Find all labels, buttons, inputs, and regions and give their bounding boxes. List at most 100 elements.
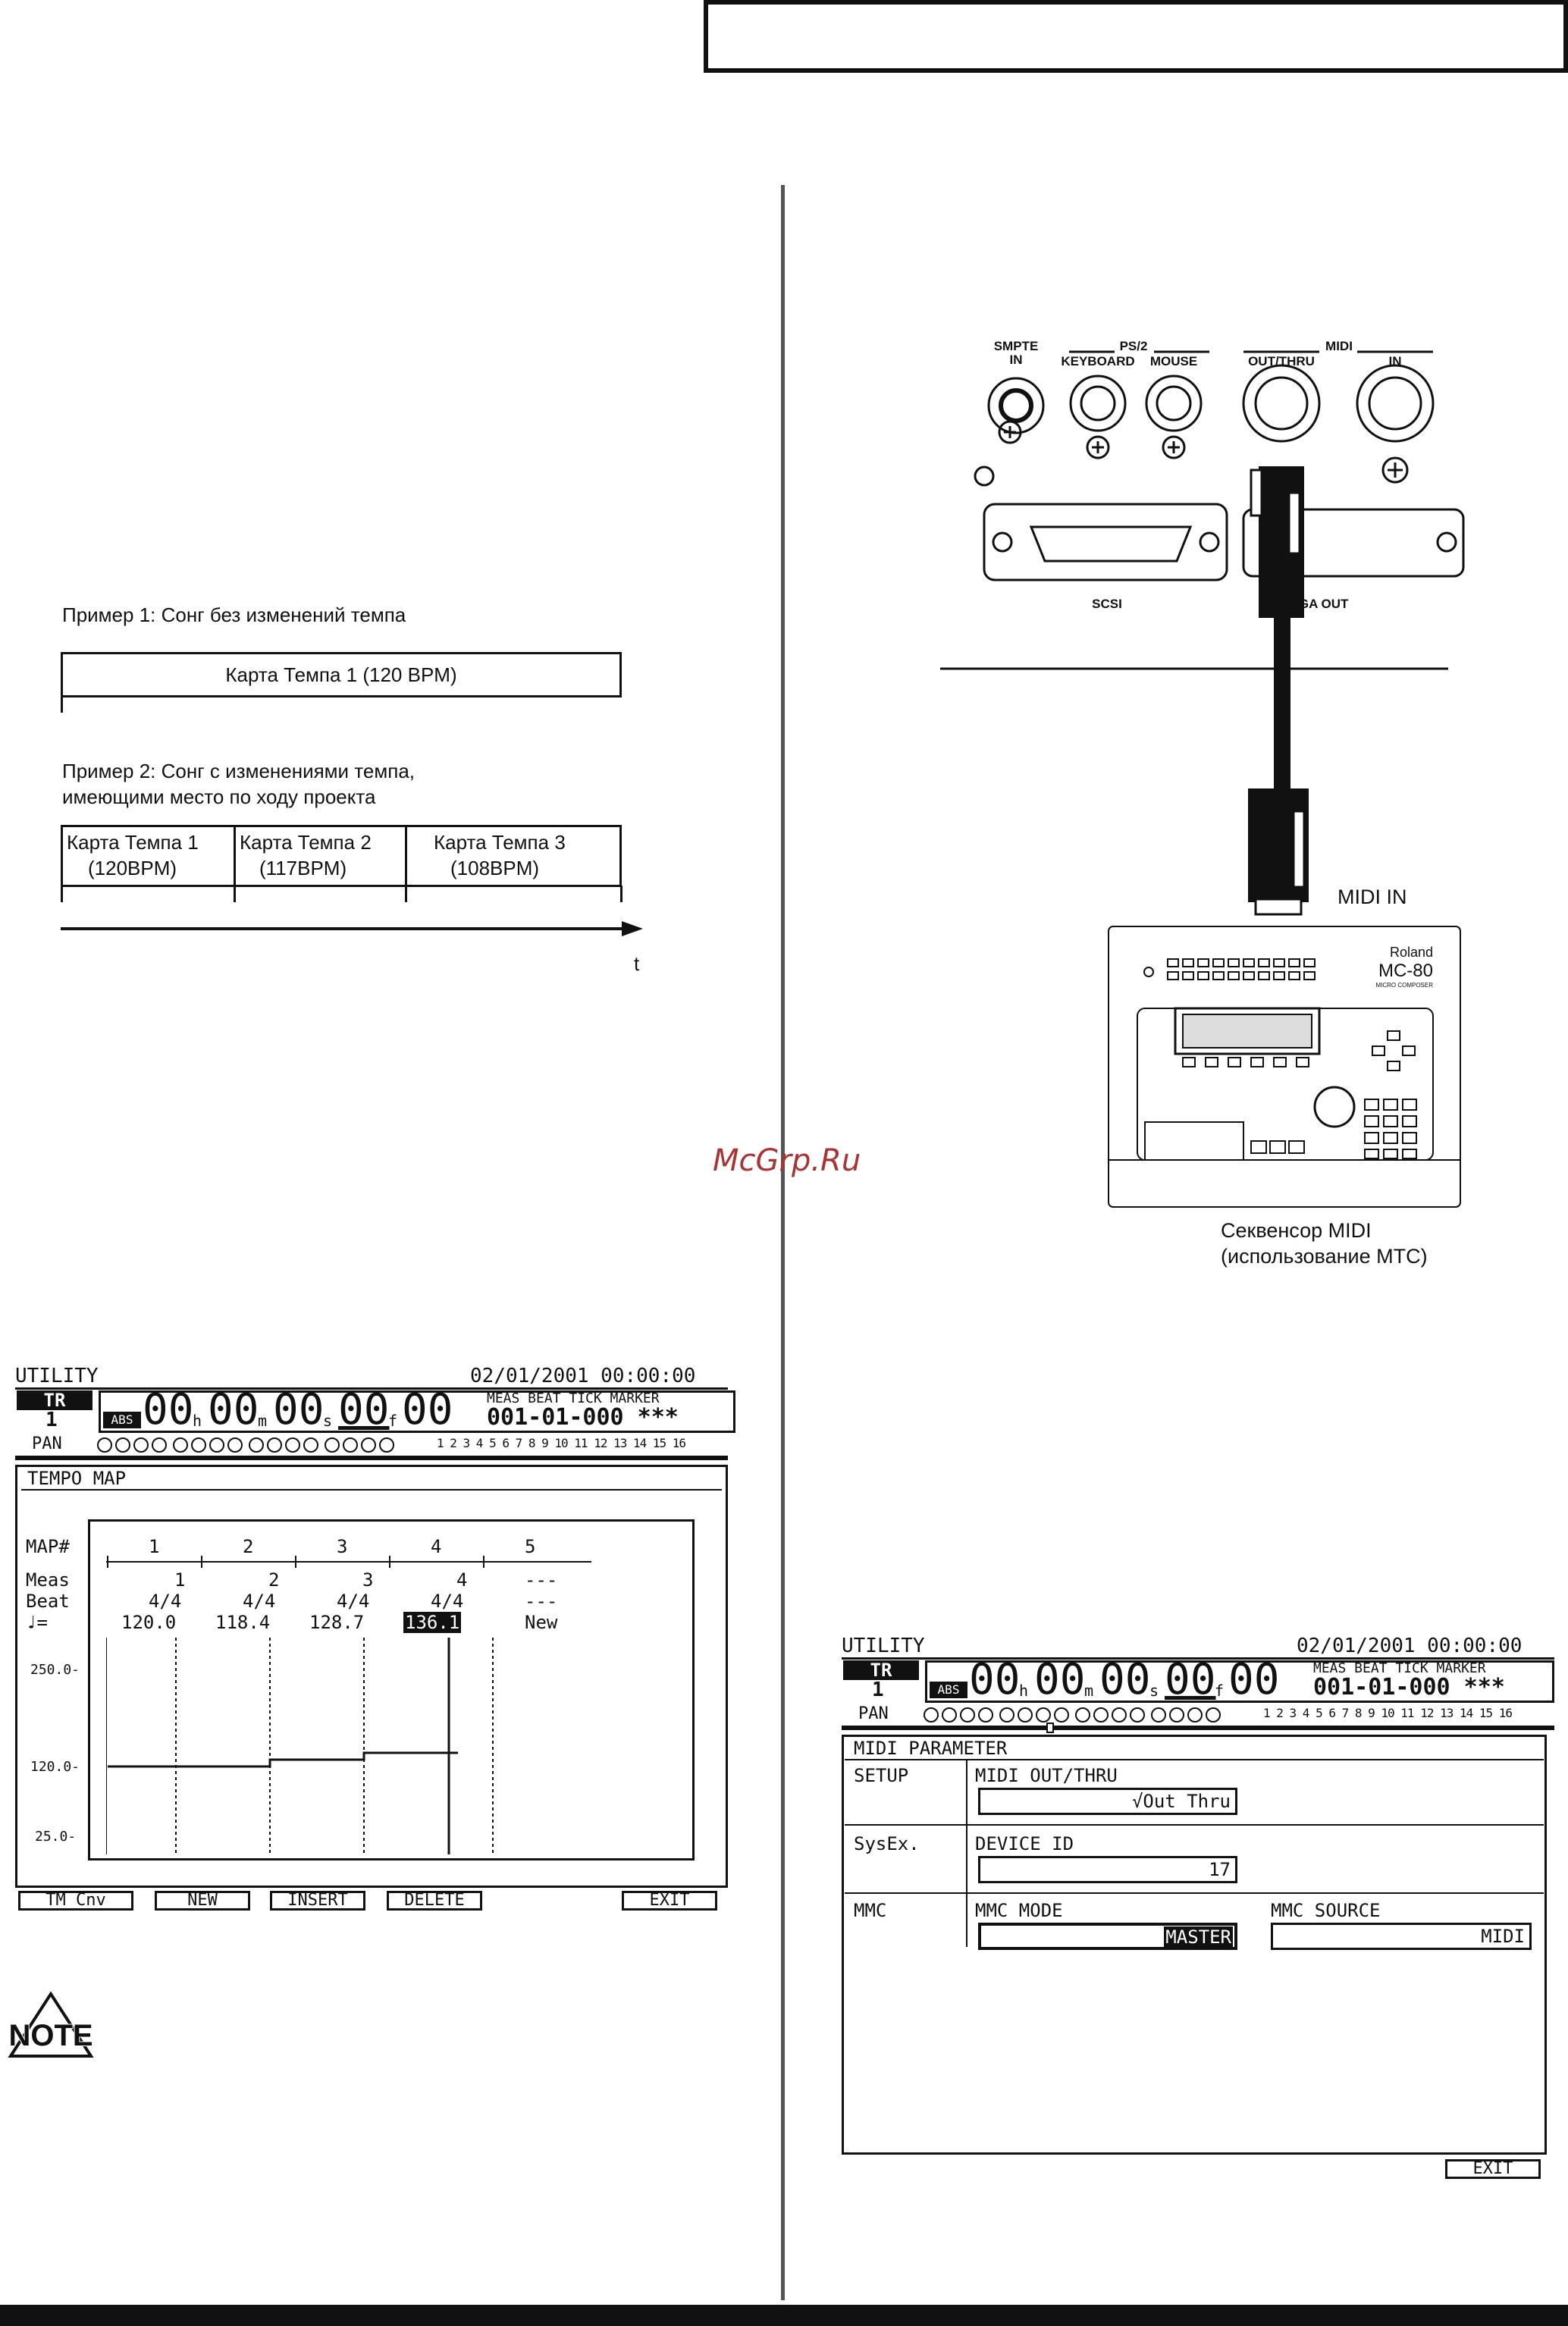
note-label: NOTE xyxy=(8,2019,93,2052)
mmc-label: MMC xyxy=(854,1900,887,1921)
map-col-2: 2 xyxy=(243,1536,254,1557)
meas-header: MEAS BEAT TICK MARKER xyxy=(1313,1660,1486,1676)
time-hours: 00 xyxy=(143,1385,194,1434)
midi-out-thru-label: MIDI OUT/THRU xyxy=(975,1765,1118,1786)
row-label-map: MAP# xyxy=(26,1536,70,1557)
device-id-field[interactable]: 17 xyxy=(978,1856,1237,1883)
screen-datetime: 02/01/2001 00:00:00 xyxy=(470,1365,696,1387)
device-brand: Roland xyxy=(1390,945,1433,960)
map1-line1: Карта Темпа 1 xyxy=(67,831,199,854)
sysex-label: SysEx. xyxy=(854,1833,920,1854)
tm-cnv-button[interactable]: TM Cnv xyxy=(18,1891,133,1911)
screen-datetime: 02/01/2001 00:00:00 xyxy=(1297,1635,1523,1657)
screen-title: UTILITY xyxy=(15,1365,99,1387)
track-number: 1 xyxy=(872,1679,884,1701)
exit-button[interactable]: EXIT xyxy=(622,1891,717,1911)
map-col-4: 4 xyxy=(431,1536,442,1557)
map-col-1: 1 xyxy=(149,1536,160,1557)
tempo-col-3: 128.7 xyxy=(309,1612,365,1633)
tempo-map-screen: UTILITY 02/01/2001 00:00:00 TR 1 ABS 00 … xyxy=(15,1365,735,1911)
screen-title: UTILITY xyxy=(842,1635,925,1657)
time-hours: 00 xyxy=(969,1655,1021,1704)
meas-value: 001-01-000 *** xyxy=(1313,1674,1505,1701)
time-unit-m: m xyxy=(1084,1682,1094,1700)
y-tick-120: 120.0- xyxy=(30,1759,80,1775)
ps2-group-label: PS/2 xyxy=(1120,341,1148,353)
example2-caption-line2: имеющими место по ходу проекта xyxy=(62,785,376,808)
tempo-map-panel xyxy=(15,1465,728,1888)
time-axis-arrow xyxy=(61,921,643,936)
tempo-col-2: 118.4 xyxy=(215,1612,271,1633)
pan-channels: 1 2 3 4 5 6 7 8 9 10 11 12 13 14 15 16 xyxy=(437,1436,686,1450)
time-unit-f: f xyxy=(388,1412,398,1430)
new-button[interactable]: NEW xyxy=(155,1891,250,1911)
panel-title: MIDI PARAMETER xyxy=(854,1738,1008,1759)
map-col-3: 3 xyxy=(337,1536,348,1557)
pan-knobs xyxy=(97,1437,394,1453)
abs-badge: ABS xyxy=(103,1412,141,1428)
exit-button[interactable]: EXIT xyxy=(1445,2159,1541,2179)
example1-caption: Пример 1: Сонг без изменений темпа xyxy=(62,603,406,626)
device-subtitle: MICRO COMPOSER xyxy=(1375,982,1433,989)
pan-label: PAN xyxy=(32,1434,62,1453)
time-unit-h: h xyxy=(1019,1682,1029,1700)
smpte-label: SMPTE xyxy=(994,341,1039,353)
tempo-col-4-selected[interactable]: 136.1 xyxy=(403,1612,462,1633)
map2-line1: Карта Темпа 2 xyxy=(240,831,372,854)
smpte-in-label: IN xyxy=(1010,353,1023,367)
rear-panel-connection-diagram: SMPTE IN PS/2 KEYBOARD MOUSE MIDI OUT/TH… xyxy=(940,341,1465,916)
tempo-col-1: 120.0 xyxy=(121,1612,177,1633)
time-minutes: 00 xyxy=(208,1385,259,1434)
beat-col-4: 4/4 xyxy=(431,1591,464,1612)
meas-col-2: 2 xyxy=(268,1569,280,1591)
mmc-mode-value: MASTER xyxy=(1164,1926,1233,1948)
meas-col-3: 3 xyxy=(362,1569,374,1591)
map2-line2: (117BPM) xyxy=(259,857,347,879)
time-minutes: 00 xyxy=(1034,1655,1086,1704)
map3-line2: (108BPM) xyxy=(450,857,540,879)
header-box xyxy=(704,0,1568,73)
beat-col-5: --- xyxy=(525,1591,558,1612)
insert-button[interactable]: INSERT xyxy=(270,1891,365,1911)
row-label-tempo: ♩= xyxy=(26,1612,48,1633)
time-frames: 00 xyxy=(338,1385,390,1434)
midi-cable xyxy=(1274,614,1290,842)
track-label: TR xyxy=(843,1660,919,1680)
time-seconds: 00 xyxy=(273,1385,325,1434)
mmc-source-label: MMC SOURCE xyxy=(1271,1900,1381,1921)
meas-col-1: 1 xyxy=(174,1569,186,1591)
watermark: McGrp.Ru xyxy=(713,1143,861,1178)
midi-group-label: MIDI xyxy=(1325,341,1353,353)
time-unit-m: m xyxy=(258,1412,268,1430)
column-divider xyxy=(781,185,785,2300)
time-seconds: 00 xyxy=(1099,1655,1151,1704)
time-subframes: 00 xyxy=(1228,1655,1280,1704)
map-divider xyxy=(234,825,236,902)
mmc-mode-field[interactable]: MASTER xyxy=(978,1923,1237,1950)
mmc-source-field[interactable]: MIDI xyxy=(1271,1923,1532,1950)
map-ruler xyxy=(106,1556,591,1568)
delete-button[interactable]: DELETE xyxy=(387,1891,482,1911)
midi-parameter-screen: UTILITY 02/01/2001 00:00:00 TR 1 ABS 00 … xyxy=(842,1635,1554,2180)
timeline-tick xyxy=(61,696,63,713)
scsi-label: SCSI xyxy=(1092,597,1122,611)
mouse-label: MOUSE xyxy=(1150,354,1197,368)
beat-col-3: 4/4 xyxy=(337,1591,370,1612)
panel-title: TEMPO MAP xyxy=(27,1468,127,1489)
example2-caption-line1: Пример 2: Сонг с изменениями темпа, xyxy=(62,760,416,782)
beat-col-2: 4/4 xyxy=(243,1591,276,1612)
time-unit-h: h xyxy=(193,1412,202,1430)
y-tick-250: 250.0- xyxy=(30,1662,80,1678)
tempo-map-box-multi xyxy=(61,825,622,887)
meas-value: 001-01-000 *** xyxy=(487,1404,679,1431)
tempo-map-box-single: Карта Темпа 1 (120 BPM) xyxy=(61,652,622,697)
sequencer-caption-line1: Секвенсор MIDI xyxy=(1221,1219,1372,1242)
abs-badge: ABS xyxy=(930,1682,967,1698)
track-number: 1 xyxy=(45,1409,58,1431)
keyboard-label: KEYBOARD xyxy=(1061,354,1134,368)
meas-header: MEAS BEAT TICK MARKER xyxy=(487,1390,660,1406)
midi-in-cable-label: MIDI IN xyxy=(1338,886,1407,908)
midi-out-thru-field[interactable]: √Out Thru xyxy=(978,1788,1237,1815)
pan-knobs xyxy=(924,1707,1221,1723)
scroll-marker xyxy=(1046,1723,1054,1733)
